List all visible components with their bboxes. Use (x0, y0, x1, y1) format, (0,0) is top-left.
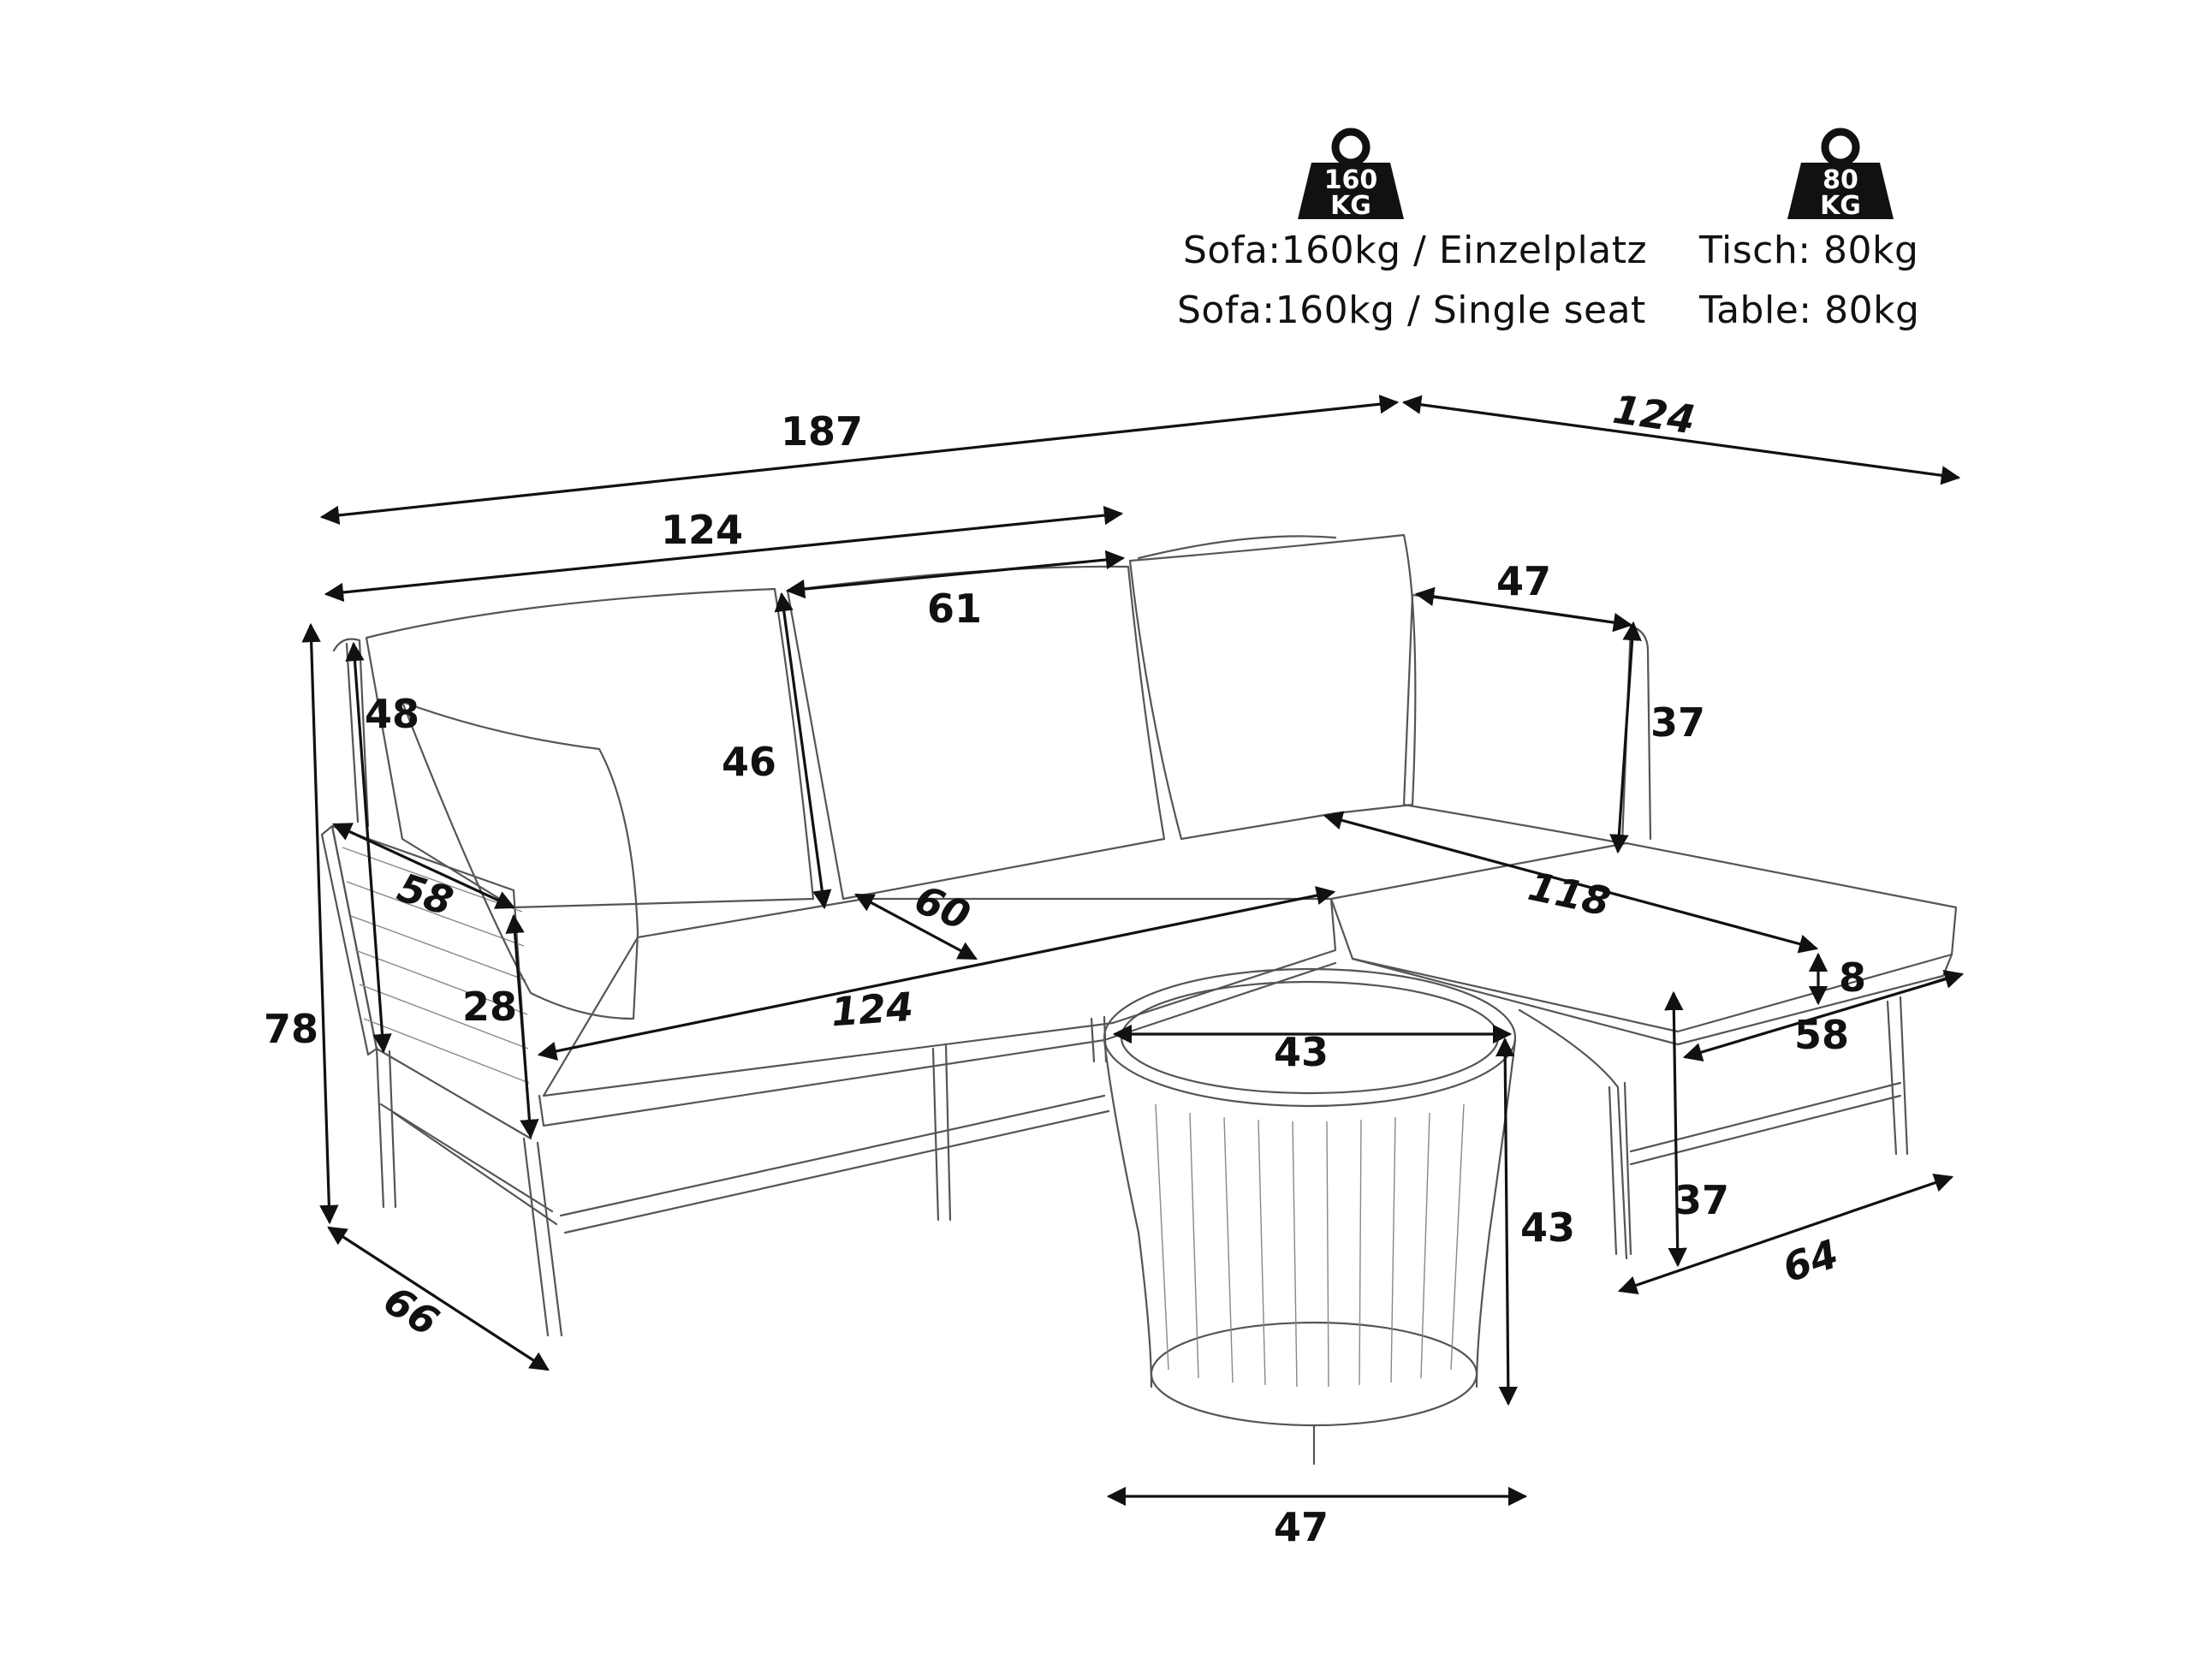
table-badge-number: 80 (1823, 165, 1858, 195)
dim-side-pillow-width: 47 (1496, 558, 1551, 604)
dim-chaise-length: 124 (1610, 386, 1698, 443)
dim-cushion-width: 61 (927, 586, 982, 632)
dim-armrest-height: 28 (462, 984, 517, 1030)
sofa-weight-label-en: Sofa:160kg / Single seat (1177, 288, 1646, 332)
table-badge-unit: KG (1820, 191, 1861, 221)
sofa-weight-label-de: Sofa:160kg / Einzelplatz (1183, 229, 1648, 272)
dim-total-width: 187 (781, 408, 863, 455)
dim-seat-length: 124 (830, 984, 915, 1036)
dim-cushion-thickness: 8 (1839, 954, 1866, 1001)
dim-armrest-depth: 58 (392, 864, 459, 925)
dim-depth: 66 (376, 1277, 447, 1346)
dim-chaise-leg-span: 64 (1777, 1230, 1844, 1291)
dim-seat-height: 37 (1674, 1177, 1729, 1223)
dim-sofa-width: 124 (661, 507, 743, 553)
dim-chaise-width: 58 (1794, 1012, 1849, 1058)
weight-icon-table: 80 KG (1787, 128, 1894, 221)
dim-overall-height: 78 (264, 1006, 318, 1052)
table-weight-label-en: Table: 80kg (1699, 288, 1920, 332)
dim-cushion-height: 46 (722, 739, 776, 785)
weight-icon-sofa: 160 KG (1298, 128, 1404, 221)
dim-table-height: 43 (1520, 1204, 1575, 1251)
dim-chaise-depth: 118 (1525, 863, 1614, 925)
sofa-badge-number: 160 (1324, 165, 1378, 195)
dim-backrest-height: 48 (365, 691, 419, 737)
table-weight-label-de: Tisch: 80kg (1699, 229, 1919, 272)
dim-side-pillow-height: 37 (1650, 699, 1705, 746)
sofa-badge-unit: KG (1330, 191, 1371, 221)
dimension-labels: 187 124 124 61 47 78 48 46 37 58 60 118 … (264, 386, 1866, 1550)
dimension-arrows (301, 395, 1965, 1507)
dim-table-base: 47 (1274, 1504, 1329, 1550)
dim-table-top: 43 (1274, 1029, 1329, 1075)
